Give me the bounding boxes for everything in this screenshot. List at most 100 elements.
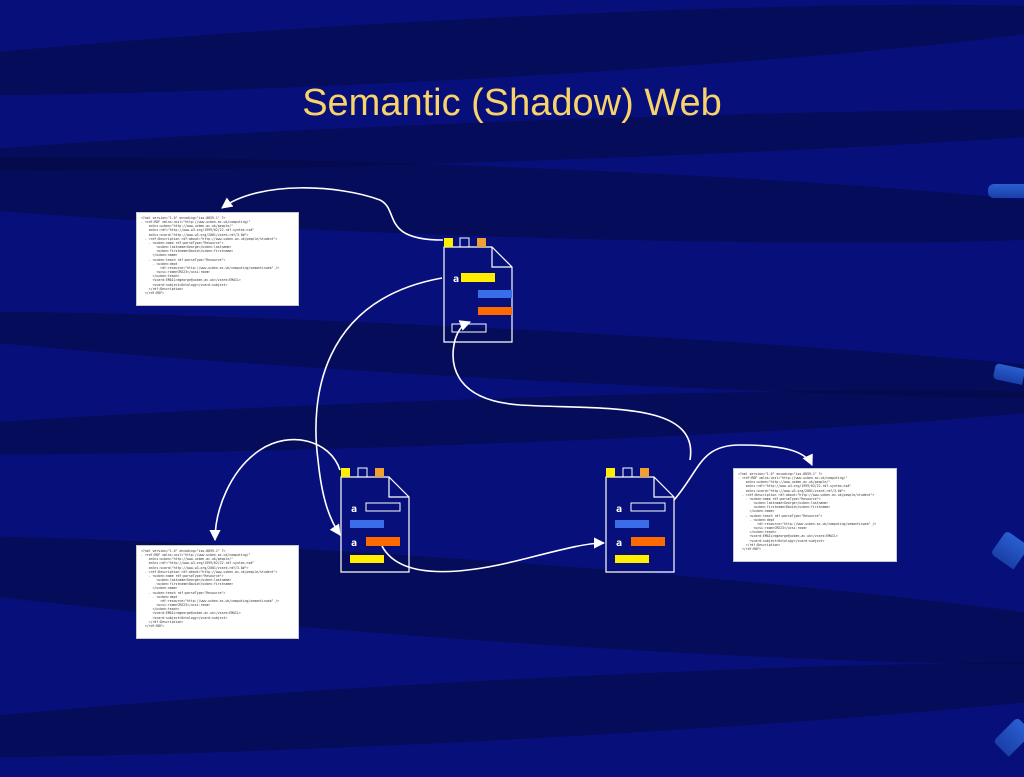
tab-marker bbox=[375, 468, 384, 477]
rdf-code-line: - <ucben:name rdf:parseType="Resource"> bbox=[141, 240, 224, 245]
rdf-code-line: <ucben:firstname>David</ucben:firstname> bbox=[141, 582, 234, 587]
tab-marker bbox=[341, 468, 350, 477]
rdf-code-line: </ucben:name> bbox=[738, 509, 775, 514]
link-anchor-label: a bbox=[453, 274, 459, 285]
link-bar bbox=[366, 537, 400, 546]
rdf-code-line: <ucben:lastname>George</ucben:lastname> bbox=[738, 501, 829, 506]
slide-title: Semantic (Shadow) Web bbox=[302, 82, 722, 124]
rdf-document-bottom-left: <?xml version="1.0" encoding="iso-8859-1… bbox=[136, 545, 299, 639]
web-document-left: a a bbox=[340, 467, 410, 573]
tab-marker bbox=[444, 238, 453, 247]
rdf-code-line: <ucben:lastname>George</ucben:lastname> bbox=[141, 245, 232, 250]
rdf-code-line: <vcard:EMAIL>dgeorge@ucben.ac.uk</vcard:… bbox=[141, 278, 241, 283]
rdf-code-line: </ucben:teach> bbox=[141, 607, 180, 612]
rdf-code-line: </rdf:Description> bbox=[141, 619, 184, 624]
rdf-code-line: <vcard:subject>Ontology</vcard:subject> bbox=[141, 615, 228, 620]
rdf-code-line: - <ucben:dept bbox=[738, 517, 775, 522]
rdf-code-line: <ucben:firstname>David</ucben:firstname> bbox=[141, 249, 234, 254]
content-bar bbox=[478, 290, 512, 298]
rdf-code-line: - <ucben:teach rdf:parseType="Resource"> bbox=[141, 590, 226, 595]
tab-marker bbox=[640, 468, 649, 477]
rdf-code-line: - <ucben:teach rdf:parseType="Resource"> bbox=[141, 257, 226, 262]
rdf-code-line: </ucben:name> bbox=[141, 586, 178, 591]
rdf-code-line: </ucben:name> bbox=[141, 253, 178, 258]
link-bar bbox=[461, 273, 495, 282]
content-bar bbox=[478, 307, 512, 315]
rdf-code-line: - <rdf:Description rdf:about="http://www… bbox=[141, 569, 278, 574]
rdf-code-line: </rdf:RDF> bbox=[141, 290, 165, 295]
rdf-code-line: <ucben:lastname>George</ucben:lastname> bbox=[141, 578, 232, 583]
rdf-code-line: - <ucben:teach rdf:parseType="Resource"> bbox=[738, 513, 823, 518]
link-anchor-label: a bbox=[616, 538, 622, 549]
rdf-code-line: <?xml version="1.0" encoding="iso-8859-1… bbox=[738, 472, 823, 476]
tab-marker bbox=[477, 238, 486, 247]
rdf-code-line: <vcard:EMAIL>dgeorge@ucben.ac.uk</vcard:… bbox=[738, 534, 838, 539]
rdf-code-line: <?xml version="1.0" encoding="iso-8859-1… bbox=[141, 549, 226, 553]
link-anchor-label: a bbox=[351, 504, 357, 515]
content-bar bbox=[350, 555, 384, 563]
rdf-code-line: <ucsi:room>CM223</ucsi:room> bbox=[141, 603, 211, 608]
rdf-lines: <?xml version="1.0" encoding="iso-8859-1… bbox=[141, 549, 294, 628]
rdf-code-line: <vcard:EMAIL>dgeorge@ucben.ac.uk</vcard:… bbox=[141, 611, 241, 616]
rdf-code-line: xmlns:ucben="http://www.ucben.ac.uk/peop… bbox=[141, 224, 234, 229]
content-bar bbox=[615, 520, 649, 528]
rdf-code-line: - <rdf:RDF xmlns:ucsl="http://www.ucben.… bbox=[141, 220, 251, 225]
rdf-code-line: - <ucben:name rdf:parseType="Resource"> bbox=[141, 573, 224, 578]
link-anchor-label: a bbox=[616, 504, 622, 515]
edge-tab-decoration bbox=[988, 184, 1024, 198]
rdf-code-line: - <ucben:dept bbox=[141, 261, 178, 266]
rdf-lines: <?xml version="1.0" encoding="iso-8859-1… bbox=[738, 472, 892, 551]
link-top-doc-to-rdf-top-left bbox=[221, 187, 444, 241]
rdf-code-line: <ucsi:room>CM223</ucsi:room> bbox=[738, 526, 808, 531]
rdf-code-line: - <rdf:Description rdf:about="http://www… bbox=[738, 492, 875, 497]
rdf-code-line: </ucben:teach> bbox=[141, 274, 180, 279]
rdf-lines: <?xml version="1.0" encoding="iso-8859-1… bbox=[141, 216, 294, 295]
rdf-code-line: - <rdf:RDF xmlns:ucsl="http://www.ucben.… bbox=[141, 553, 251, 558]
rdf-code-line: </rdf:RDF> bbox=[141, 623, 165, 628]
rdf-code-line: <?xml version="1.0" encoding="iso-8859-1… bbox=[141, 216, 226, 220]
rdf-code-line: - <ucben:name rdf:parseType="Resource"> bbox=[738, 496, 821, 501]
rdf-code-line: - <rdf:RDF xmlns:ucsl="http://www.ucben.… bbox=[738, 476, 848, 481]
content-bar bbox=[615, 555, 649, 563]
link-top-doc-to-left-doc bbox=[315, 277, 443, 536]
tab-marker bbox=[606, 468, 615, 477]
rdf-code-line: xmlns:rdf="http://www.w3.org/1999/02/22-… bbox=[141, 561, 255, 566]
link-left-doc-to-right-doc bbox=[381, 537, 606, 573]
rdf-code-line: xmlns:vcard="http://www.w3.org/2001/vcar… bbox=[141, 232, 249, 237]
rdf-code-line: xmlns:ucben="http://www.ucben.ac.uk/peop… bbox=[738, 480, 831, 485]
rdf-code-line: <ucben:firstname>David</ucben:firstname> bbox=[738, 505, 831, 510]
rdf-code-line: - <rdf:Description rdf:about="http://www… bbox=[141, 236, 278, 241]
rdf-code-line: xmlns:rdf="http://www.w3.org/1999/02/22-… bbox=[738, 484, 852, 489]
rdf-code-line: <ucsi:room>CM223</ucsi:room> bbox=[141, 270, 211, 275]
rdf-code-line: </rdf:RDF> bbox=[738, 546, 762, 551]
rdf-document-top-left: <?xml version="1.0" encoding="iso-8859-1… bbox=[136, 212, 299, 306]
rdf-code-line: xmlns:vcard="http://www.w3.org/2001/vcar… bbox=[738, 488, 846, 493]
rdf-code-line: rdf:resource="http://www.ucben.ac.uk/com… bbox=[738, 521, 877, 526]
rdf-code-line: xmlns:vcard="http://www.w3.org/2001/vcar… bbox=[141, 565, 249, 570]
rdf-code-line: xmlns:rdf="http://www.w3.org/1999/02/22-… bbox=[141, 228, 255, 233]
tab-marker bbox=[357, 467, 368, 478]
rdf-code-line: </rdf:Description> bbox=[738, 542, 781, 547]
rdf-code-line: rdf:resource="http://www.ucben.ac.uk/com… bbox=[141, 598, 280, 603]
rdf-code-line: <vcard:subject>Ontology</vcard:subject> bbox=[141, 282, 228, 287]
rdf-code-line: rdf:resource="http://www.ucben.ac.uk/com… bbox=[141, 265, 280, 270]
content-bar bbox=[350, 520, 384, 528]
link-left-doc-to-rdf-bottom-left bbox=[209, 438, 341, 542]
content-bar bbox=[451, 323, 487, 333]
rdf-document-right: <?xml version="1.0" encoding="iso-8859-1… bbox=[733, 468, 897, 562]
link-right-doc-to-rdf-right bbox=[673, 444, 813, 501]
web-document-top: a bbox=[443, 237, 513, 343]
content-bar bbox=[630, 502, 666, 512]
rdf-code-line: </rdf:Description> bbox=[141, 286, 184, 291]
rdf-code-line: </ucben:teach> bbox=[738, 530, 777, 535]
content-bar bbox=[365, 502, 401, 512]
tab-marker bbox=[459, 237, 470, 248]
web-document-right: a a bbox=[605, 467, 675, 573]
link-right-doc-to-top-doc bbox=[452, 320, 692, 461]
rdf-code-line: - <ucben:dept bbox=[141, 594, 178, 599]
rdf-code-line: <vcard:subject>Ontology</vcard:subject> bbox=[738, 538, 825, 543]
link-anchor-label: a bbox=[351, 538, 357, 549]
tab-marker bbox=[622, 467, 633, 478]
link-bar bbox=[631, 537, 665, 546]
